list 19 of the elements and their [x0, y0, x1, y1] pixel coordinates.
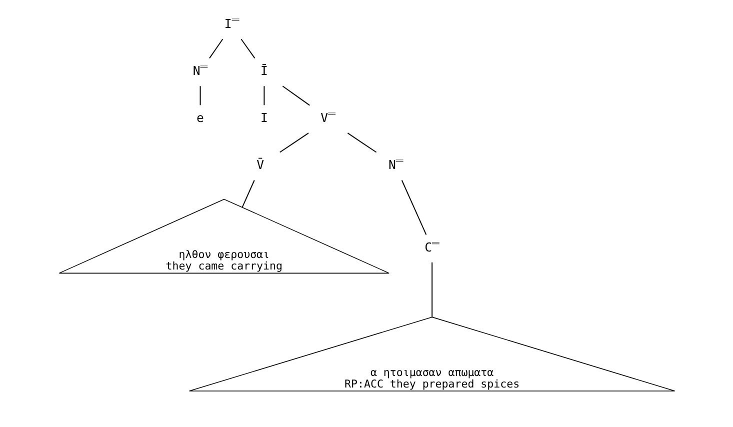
node-text: N̿ — [192, 64, 208, 78]
node-text: V̿ — [320, 111, 336, 126]
node-text: C̿ — [424, 240, 439, 254]
connector — [208, 38, 223, 59]
connector — [431, 262, 432, 318]
connector — [240, 38, 255, 59]
connector — [241, 180, 254, 208]
node-text: V̄ — [256, 158, 264, 172]
connector — [400, 180, 426, 236]
connector — [282, 86, 310, 106]
node-text: I̿ — [224, 17, 239, 32]
connector — [346, 132, 376, 153]
connector — [263, 86, 264, 106]
connector — [199, 86, 200, 106]
connector — [278, 132, 308, 153]
node-text: I — [260, 111, 268, 126]
node-text: Ī — [260, 64, 268, 78]
node-text: e — [196, 111, 204, 126]
node-text: N̿ — [388, 158, 403, 172]
